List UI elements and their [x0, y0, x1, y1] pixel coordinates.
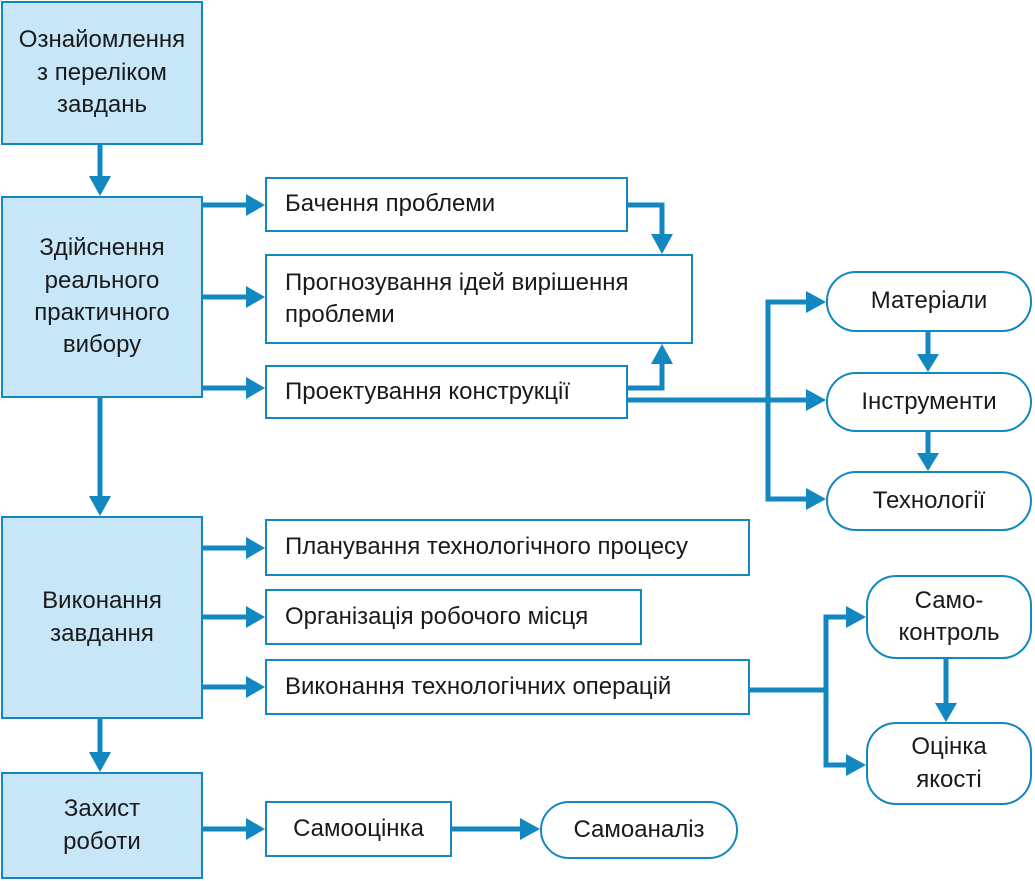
arrowhead	[806, 488, 826, 510]
node-quality: Оцінка якості	[866, 722, 1032, 805]
arrowhead	[917, 354, 939, 372]
branch-bracket-self-control	[823, 614, 848, 690]
node-technologies-label: Технології	[872, 486, 986, 514]
arrowhead	[935, 703, 957, 722]
node-workplace-label: Організація робочого місця	[285, 602, 589, 630]
node-tools-label: Інструменти	[861, 387, 997, 415]
node-workplace: Організація робочого місця	[265, 589, 642, 645]
arrowhead	[651, 344, 673, 364]
node-planning: Планування технологічного процесу	[265, 519, 750, 576]
arrowhead	[246, 606, 265, 628]
node-see-problem: Бачення проблеми	[265, 177, 628, 232]
node-quality-label: Оцінка якості	[911, 733, 987, 793]
node-self-assess-label: Самооцінка	[293, 814, 424, 842]
arrowhead	[246, 377, 265, 399]
node-design: Проектування конструкції	[265, 365, 628, 419]
node-execute: Виконання завдання	[1, 516, 203, 719]
arrowhead	[89, 752, 111, 772]
arrowhead	[806, 291, 826, 313]
node-self-assess: Самооцінка	[265, 801, 452, 857]
arrowhead	[246, 194, 265, 216]
node-operations-label: Виконання технологічних операцій	[285, 672, 672, 700]
branch-bracket-technologies	[765, 400, 808, 502]
node-tools: Інструменти	[826, 372, 1032, 432]
arrowhead	[806, 389, 826, 411]
node-self-analysis-label: Самоаналіз	[573, 815, 705, 843]
node-planning-label: Планування технологічного процесу	[285, 533, 689, 561]
node-operations: Виконання технологічних операцій	[265, 659, 750, 715]
arrowhead	[89, 496, 111, 516]
arrowhead	[651, 234, 673, 254]
arrowhead	[246, 537, 265, 559]
node-choice-label: Здійснення реального практичного вибору	[34, 234, 170, 359]
node-forecast-label: Прогнозування ідей вирішення проблеми	[285, 268, 629, 328]
arrowhead	[89, 176, 111, 196]
arrowhead	[246, 818, 265, 840]
node-choice: Здійснення реального практичного вибору	[1, 196, 203, 398]
arrowhead	[846, 754, 866, 776]
node-self-control: Само- контроль	[866, 575, 1032, 659]
arrowhead	[246, 286, 265, 308]
node-forecast: Прогнозування ідей вирішення проблеми	[265, 254, 693, 344]
arrowhead	[246, 676, 265, 698]
node-self-analysis: Самоаналіз	[540, 801, 738, 859]
node-self-control-label: Само- контроль	[898, 586, 1000, 646]
node-materials-label: Матеріали	[870, 287, 988, 315]
node-execute-label: Виконання завдання	[42, 587, 162, 647]
node-defense: Захист роботи	[1, 772, 203, 879]
node-acquaint: Ознайомлення з переліком завдань	[1, 1, 203, 145]
branch-bracket-materials	[765, 299, 808, 400]
arrowhead	[846, 606, 866, 628]
arrowhead	[520, 818, 540, 840]
node-acquaint-label: Ознайомлення з переліком завдань	[18, 26, 186, 119]
arrow-design-to-forecast	[628, 361, 665, 391]
arrowhead	[917, 453, 939, 471]
node-defense-label: Захист роботи	[63, 795, 141, 855]
branch-bracket-quality	[823, 690, 848, 768]
arrow-see-problem-to-forecast	[628, 202, 665, 238]
node-design-label: Проектування конструкції	[285, 377, 571, 405]
node-technologies: Технології	[826, 471, 1032, 531]
node-materials: Матеріали	[826, 271, 1032, 332]
node-see-problem-label: Бачення проблеми	[285, 190, 496, 218]
